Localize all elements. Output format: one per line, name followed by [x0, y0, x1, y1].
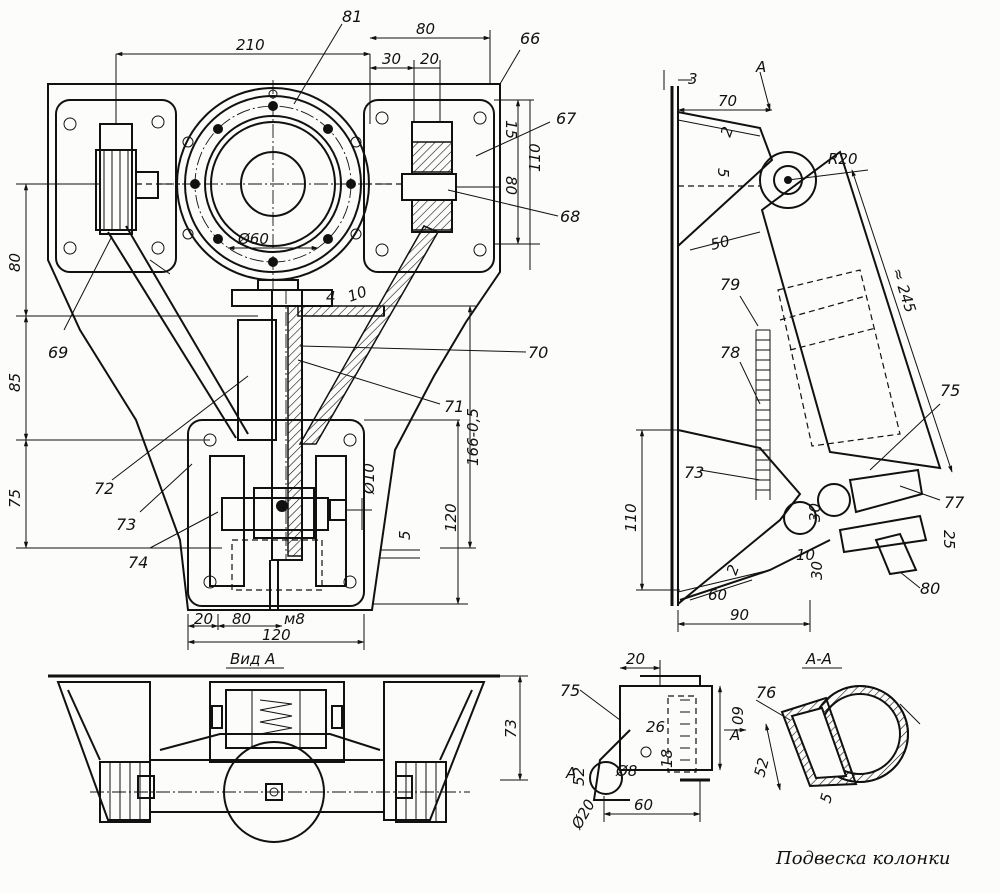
- part-66: 66: [520, 29, 540, 48]
- part-68: 68: [560, 207, 580, 226]
- dim-30: 30: [382, 50, 401, 68]
- dim-5-section: 5: [816, 791, 836, 805]
- dim-73: 73: [502, 719, 520, 738]
- dim-3: 3: [688, 70, 698, 88]
- dim-30a: 30: [806, 503, 824, 522]
- dim-52-section: 52: [750, 756, 772, 779]
- dim-52-detail: 52: [570, 767, 588, 786]
- side-view: 3 70 А 2 5 R20 50 ≈ 245 110 30 10 30 2 6…: [622, 58, 965, 632]
- part-73: 73: [116, 515, 136, 534]
- part-70: 70: [528, 343, 548, 362]
- column-tube: [231, 279, 385, 561]
- part-71: 71: [444, 397, 464, 416]
- dim-dia-20: Ø20: [567, 796, 599, 833]
- dim-60-side: 60: [708, 586, 727, 604]
- figure-caption: Подвеска колонки: [775, 848, 950, 869]
- dim-dia-60: Ø60: [237, 230, 269, 248]
- right-hinge: [401, 121, 500, 233]
- flange-bolts: [182, 89, 362, 267]
- dim-80-top: 80: [416, 20, 435, 38]
- dim-110-right: 110: [526, 143, 544, 172]
- dim-245: ≈ 245: [888, 266, 919, 315]
- arrow-a-detail-2: А: [565, 764, 576, 782]
- plate-bolts: [63, 111, 487, 257]
- left-hinge: [95, 123, 159, 235]
- dim-m8: м8: [284, 610, 305, 628]
- part-74: 74: [128, 553, 148, 572]
- dim-dia-10: Ø10: [360, 463, 378, 495]
- dim-15: 15: [502, 120, 520, 139]
- dim-85: 85: [6, 373, 24, 392]
- mounting-plate-outline: [47, 83, 501, 611]
- part-76: 76: [756, 683, 776, 702]
- dim-60-detail: 60: [728, 706, 746, 725]
- dim-166: 166-0,5: [464, 408, 482, 466]
- front-view: 210 80 30 20 15 80 110 80 85: [6, 7, 580, 650]
- dim-4: 4: [326, 288, 336, 306]
- dim-r20: R20: [828, 150, 858, 168]
- diagonal-braces: [107, 225, 440, 445]
- part-75-detail: 75: [560, 681, 580, 700]
- part-67: 67: [556, 109, 577, 128]
- part-69: 69: [48, 343, 68, 362]
- dim-80-left: 80: [6, 253, 24, 272]
- side-dimensions: 3 70 А 2 5 R20 50 ≈ 245 110 30 10 30 2 6…: [622, 58, 958, 632]
- dim-5a: 5: [714, 168, 732, 178]
- dim-210: 210: [236, 36, 265, 54]
- dim-20-bottom: 20: [194, 610, 213, 628]
- part-77: 77: [944, 493, 965, 512]
- part-72: 72: [94, 479, 114, 498]
- part-75: 75: [940, 381, 960, 400]
- dim-120-bottom: 120: [262, 626, 291, 644]
- pivot-pin: [209, 455, 372, 610]
- part-73-side: 73: [684, 463, 704, 482]
- dim-70: 70: [718, 92, 737, 110]
- dim-120-vert: 120: [442, 503, 460, 532]
- dim-110-side: 110: [622, 503, 640, 532]
- dim-75: 75: [6, 489, 24, 508]
- front-dimensions: 210 80 30 20 15 80 110 80 85: [6, 20, 544, 650]
- view-a-title: Вид А: [230, 650, 275, 668]
- part-78: 78: [720, 343, 740, 362]
- dim-20-detail: 20: [626, 650, 645, 668]
- spring: [755, 329, 771, 500]
- arrow-a-detail: А: [729, 726, 740, 744]
- part-79: 79: [720, 275, 740, 294]
- section-a-a-title: А-А: [805, 650, 832, 668]
- dim-30b: 30: [808, 561, 826, 580]
- detail-75: 20 60 А 26 18 Ø8 52 А Ø20 60 75: [560, 650, 747, 833]
- dim-10-side: 10: [796, 546, 815, 564]
- view-a: Вид А: [48, 650, 528, 843]
- part-81: 81: [342, 7, 362, 26]
- dim-80-right: 80: [502, 176, 520, 195]
- dim-60-detail-b: 60: [634, 796, 653, 814]
- column-flange: [160, 80, 390, 290]
- arrow-a-side: А: [755, 58, 766, 76]
- dim-25: 25: [940, 530, 958, 549]
- side-callouts: 79 78 73 75 77 80: [684, 275, 965, 598]
- dim-50: 50: [709, 232, 732, 254]
- dim-26: 26: [646, 718, 665, 736]
- section-a-a: А-А 76 52 5: [750, 650, 921, 805]
- dim-2a: 2: [717, 124, 737, 139]
- right-bracket-plate: [363, 99, 495, 273]
- dim-90: 90: [730, 606, 749, 624]
- dim-80-bottom: 80: [232, 610, 251, 628]
- part-80: 80: [920, 579, 940, 598]
- dim-20-top: 20: [420, 50, 439, 68]
- dim-18: 18: [658, 749, 676, 768]
- dim-10: 10: [345, 282, 369, 305]
- dim-5: 5: [396, 530, 414, 540]
- front-callouts: 81 66 67 68 69 70 71 72 73 74: [48, 7, 580, 572]
- dim-2b: 2: [723, 562, 743, 577]
- dim-dia-8: Ø8: [615, 762, 637, 780]
